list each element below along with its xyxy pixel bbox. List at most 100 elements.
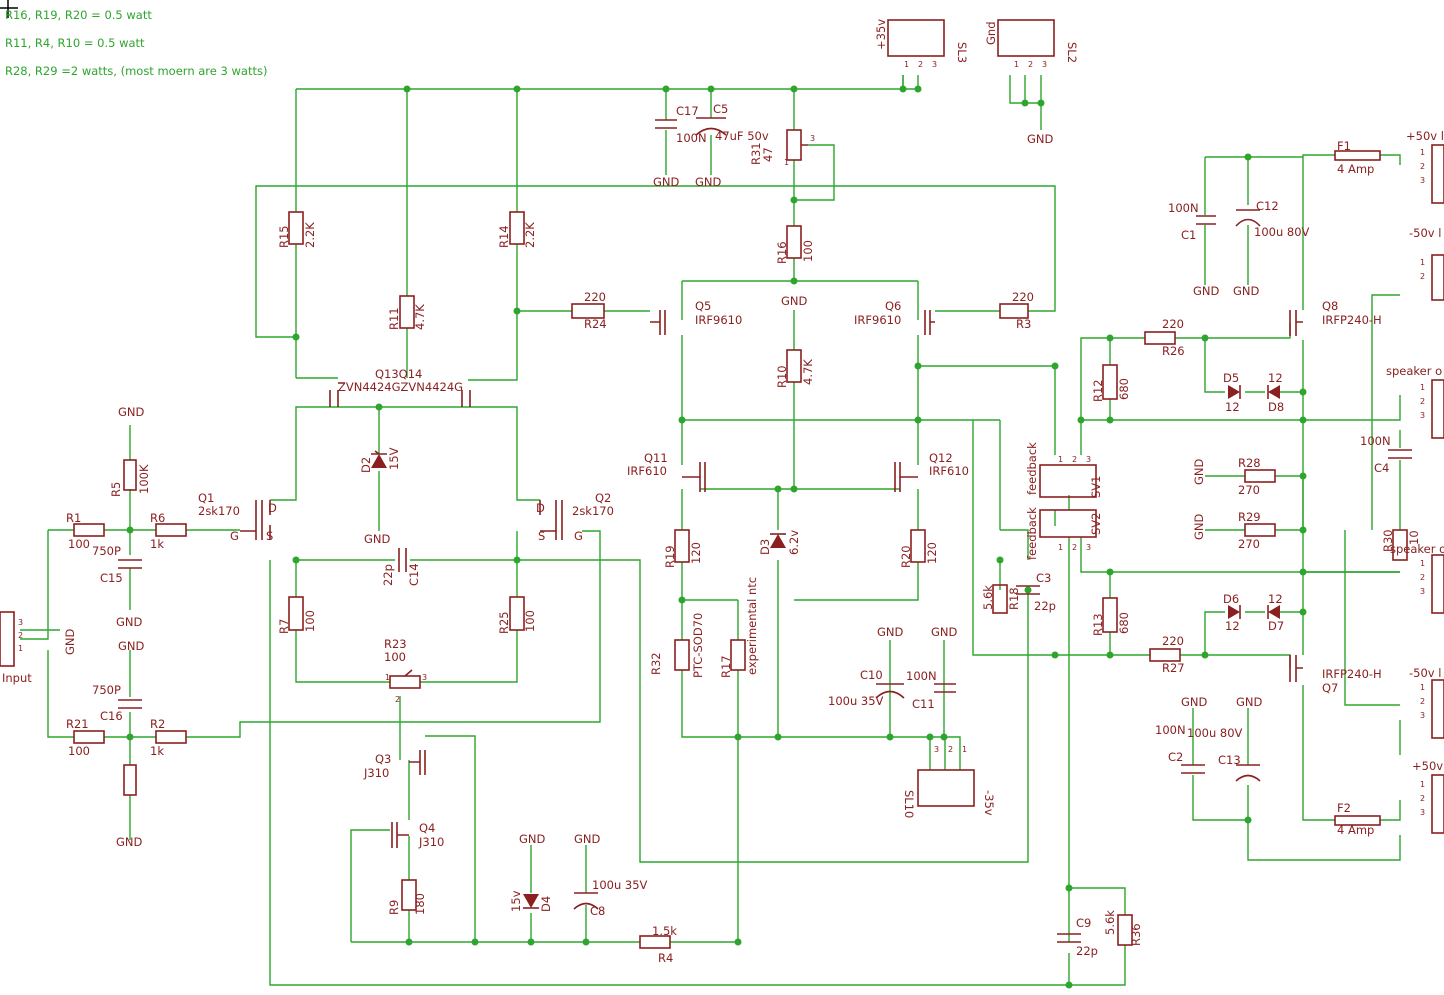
component-label: GND <box>63 628 77 655</box>
component-label: Gnd <box>984 22 998 46</box>
component-label: 2 <box>1420 272 1425 281</box>
component-label: R13 <box>1091 613 1105 636</box>
component-label: 1 <box>1420 559 1425 568</box>
component-label: C16 <box>100 709 123 723</box>
component-label: 1 <box>385 673 390 682</box>
note-2: R11, R4, R10 = 0.5 watt <box>5 36 145 50</box>
component-label: 3 <box>1420 176 1425 185</box>
component-label: J310 <box>363 766 389 780</box>
component-label: D <box>268 501 277 515</box>
component-label: Q7 <box>1322 681 1338 695</box>
component-label: 100u 80V <box>1254 225 1310 239</box>
component-label: C12 <box>1256 199 1279 213</box>
component-label: 22p <box>381 564 395 586</box>
component-label: 2.2K <box>523 222 537 248</box>
component-label: 750P <box>92 683 121 697</box>
component-label: R2 <box>150 717 165 731</box>
component-label: C10 <box>860 668 883 682</box>
component-label: G <box>574 529 583 543</box>
component-label: 2 <box>1072 543 1077 552</box>
component-label: 100 <box>68 537 90 551</box>
component-label: 680 <box>1117 378 1131 400</box>
component-label: 2 <box>18 631 23 640</box>
note-1: R16, R19, R20 = 0.5 watt <box>5 8 152 22</box>
component-label: R32 <box>649 652 663 675</box>
component-label: 1 <box>1420 683 1425 692</box>
component-label: GND <box>519 832 546 846</box>
component-label: D3 <box>758 539 772 555</box>
component-label: GND <box>1236 695 1263 709</box>
component-label: 3 <box>932 60 937 69</box>
component-label: 1k <box>150 537 164 551</box>
component-label: GND <box>1192 458 1206 485</box>
component-label: 680 <box>1117 612 1131 634</box>
component-label: 2 <box>395 695 400 704</box>
component-label: 15V <box>387 447 401 470</box>
component-label: C17 <box>676 104 699 118</box>
component-label: 4.7K <box>413 304 427 330</box>
component-label: 15v <box>509 890 523 912</box>
component-label: R24 <box>584 317 607 331</box>
component-label: +35v <box>874 19 888 50</box>
component-label: 12 <box>1268 592 1283 606</box>
component-label: GND <box>574 832 601 846</box>
component-label: S <box>266 529 273 543</box>
component-label: 1 <box>1014 60 1019 69</box>
component-label: R36 <box>1129 923 1143 946</box>
component-label: 3 <box>1420 711 1425 720</box>
component-label: C5 <box>713 102 728 116</box>
component-label: 4 Amp <box>1337 823 1374 837</box>
component-label: IRFP240-H <box>1322 313 1382 327</box>
component-label: 3 <box>810 134 815 143</box>
parts <box>0 19 1444 949</box>
component-label: 1 <box>1420 148 1425 157</box>
component-label: R12 <box>1091 379 1105 402</box>
component-label: R25 <box>497 611 511 634</box>
component-label: experimental ntc <box>745 577 759 675</box>
component-label: 4 Amp <box>1337 162 1374 176</box>
component-label: Q5 <box>695 299 711 313</box>
component-label: +50v l <box>1406 129 1444 143</box>
component-label: 100 <box>303 610 317 632</box>
component-label: Q3 <box>375 752 391 766</box>
component-label: R28 <box>1238 456 1261 470</box>
component-label: feedback <box>1025 442 1039 495</box>
component-label: SL10 <box>902 790 916 818</box>
component-label: 3 <box>934 745 939 754</box>
component-label: R1 <box>66 511 81 525</box>
component-label: 2 <box>1420 573 1425 582</box>
component-label: 180 <box>413 893 427 915</box>
component-label: GND <box>118 405 145 419</box>
component-label: GND <box>781 294 808 308</box>
wires <box>20 75 1401 986</box>
component-label: R3 <box>1016 317 1031 331</box>
component-label: 100N <box>1168 201 1199 215</box>
component-label: 10 <box>1407 530 1421 545</box>
component-label: speaker o <box>1390 542 1444 556</box>
component-label: Input <box>2 671 32 685</box>
component-label: feedback <box>1025 507 1039 560</box>
component-label: 2.2K <box>303 222 317 248</box>
component-label: 2sk170 <box>572 504 614 518</box>
component-label: 3 <box>1420 587 1425 596</box>
component-label: 100u 35V <box>828 694 884 708</box>
component-label: D8 <box>1268 400 1284 414</box>
component-label: 220 <box>1162 317 1184 331</box>
component-label: 100N <box>1360 434 1391 448</box>
component-label: F1 <box>1337 139 1351 153</box>
component-label: ZVN4424GZVN4424G <box>338 380 463 394</box>
component-label: Q11 <box>644 451 668 465</box>
component-label: 1 <box>1058 455 1063 464</box>
component-label: Q6 <box>885 299 901 313</box>
component-label: GND <box>1181 695 1208 709</box>
component-label: 100 <box>801 240 815 262</box>
component-label: IRF610 <box>929 464 969 478</box>
component-label: D7 <box>1268 619 1284 633</box>
component-label: 3 <box>18 618 23 627</box>
component-label: 100u 35V <box>592 878 648 892</box>
component-label: S <box>538 529 545 543</box>
component-label: R7 <box>277 619 291 634</box>
component-label: 1 <box>1058 543 1063 552</box>
component-label: 12 <box>1268 371 1283 385</box>
component-label: IRFP240-H <box>1322 667 1382 681</box>
